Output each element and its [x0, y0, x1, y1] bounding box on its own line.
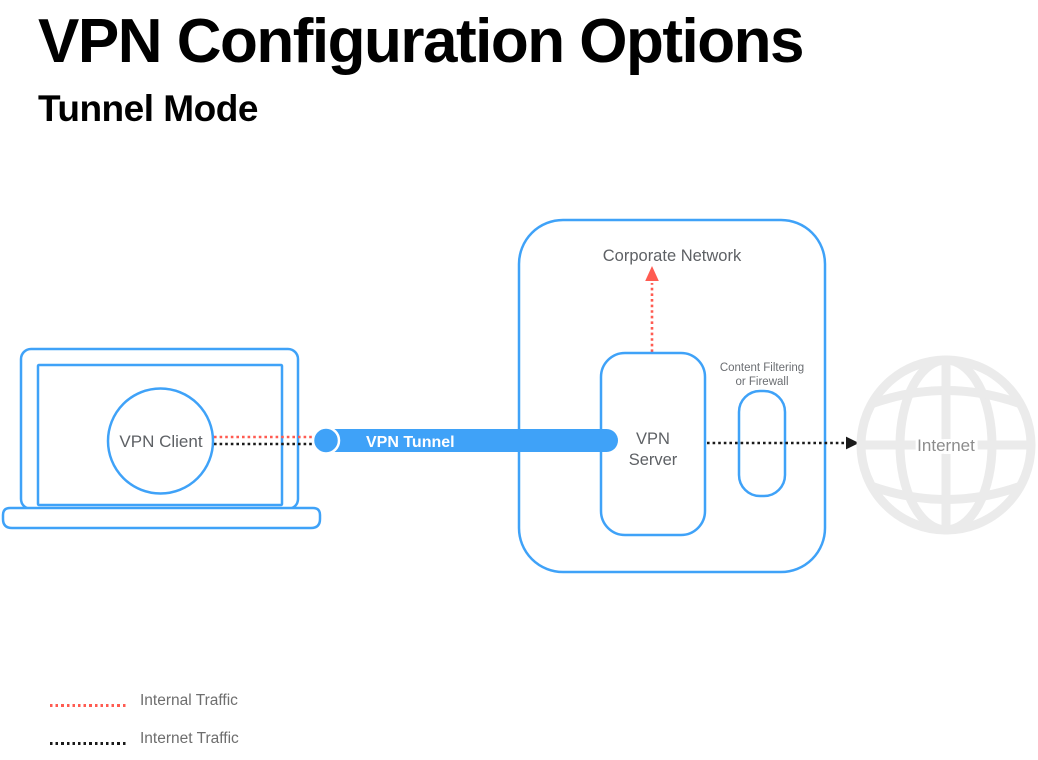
firewall-box [737, 389, 787, 498]
internet-globe-icon: Internet [856, 355, 1036, 535]
vpn-tunnel-bar [318, 429, 618, 452]
firewall-label-line1: Content Filtering [720, 362, 804, 374]
internal-traffic-swatch-icon [50, 703, 127, 707]
internal-traffic-arrowhead-icon [645, 266, 659, 281]
vpn-client-label: VPN Client [119, 432, 202, 451]
internet-label: Internet [917, 436, 975, 455]
internet-traffic-arrowhead-icon [846, 436, 859, 450]
laptop-base [1, 506, 322, 530]
firewall-label-line2: or Firewall [735, 376, 788, 388]
globe-latitude-south [869, 481, 1023, 504]
vpn-tunnel-entrance-icon [311, 426, 341, 455]
legend-label-internal-traffic: Internal Traffic [140, 692, 238, 709]
vpn-server-label-line2: Server [629, 451, 678, 469]
vpn-tunnel-label: VPN Tunnel [366, 434, 455, 451]
globe-latitude-north [869, 386, 1023, 409]
internet-traffic-arrow [707, 436, 859, 450]
internet-traffic-swatch-icon [50, 741, 127, 745]
vpn-client-circle [106, 387, 215, 495]
header: VPN Configuration Options Tunnel Mode [38, 7, 805, 130]
vpn-tunnel-group: VPN Tunnel [311, 426, 618, 455]
vpn-client-laptop: VPN Client [1, 347, 322, 530]
corporate-network-group: Corporate Network Content Filtering or F… [517, 218, 827, 574]
legend-item-internet-traffic: Internet Traffic [50, 730, 239, 748]
page-title: VPN Configuration Options [38, 7, 805, 76]
internal-traffic-arrow [645, 266, 659, 352]
legend-label-internet-traffic: Internet Traffic [140, 730, 239, 747]
legend-item-internal-traffic: Internal Traffic [50, 692, 238, 710]
vpn-server-label-line1: VPN [636, 430, 670, 448]
corporate-network-label: Corporate Network [603, 247, 742, 265]
page-subtitle: Tunnel Mode [38, 88, 258, 130]
